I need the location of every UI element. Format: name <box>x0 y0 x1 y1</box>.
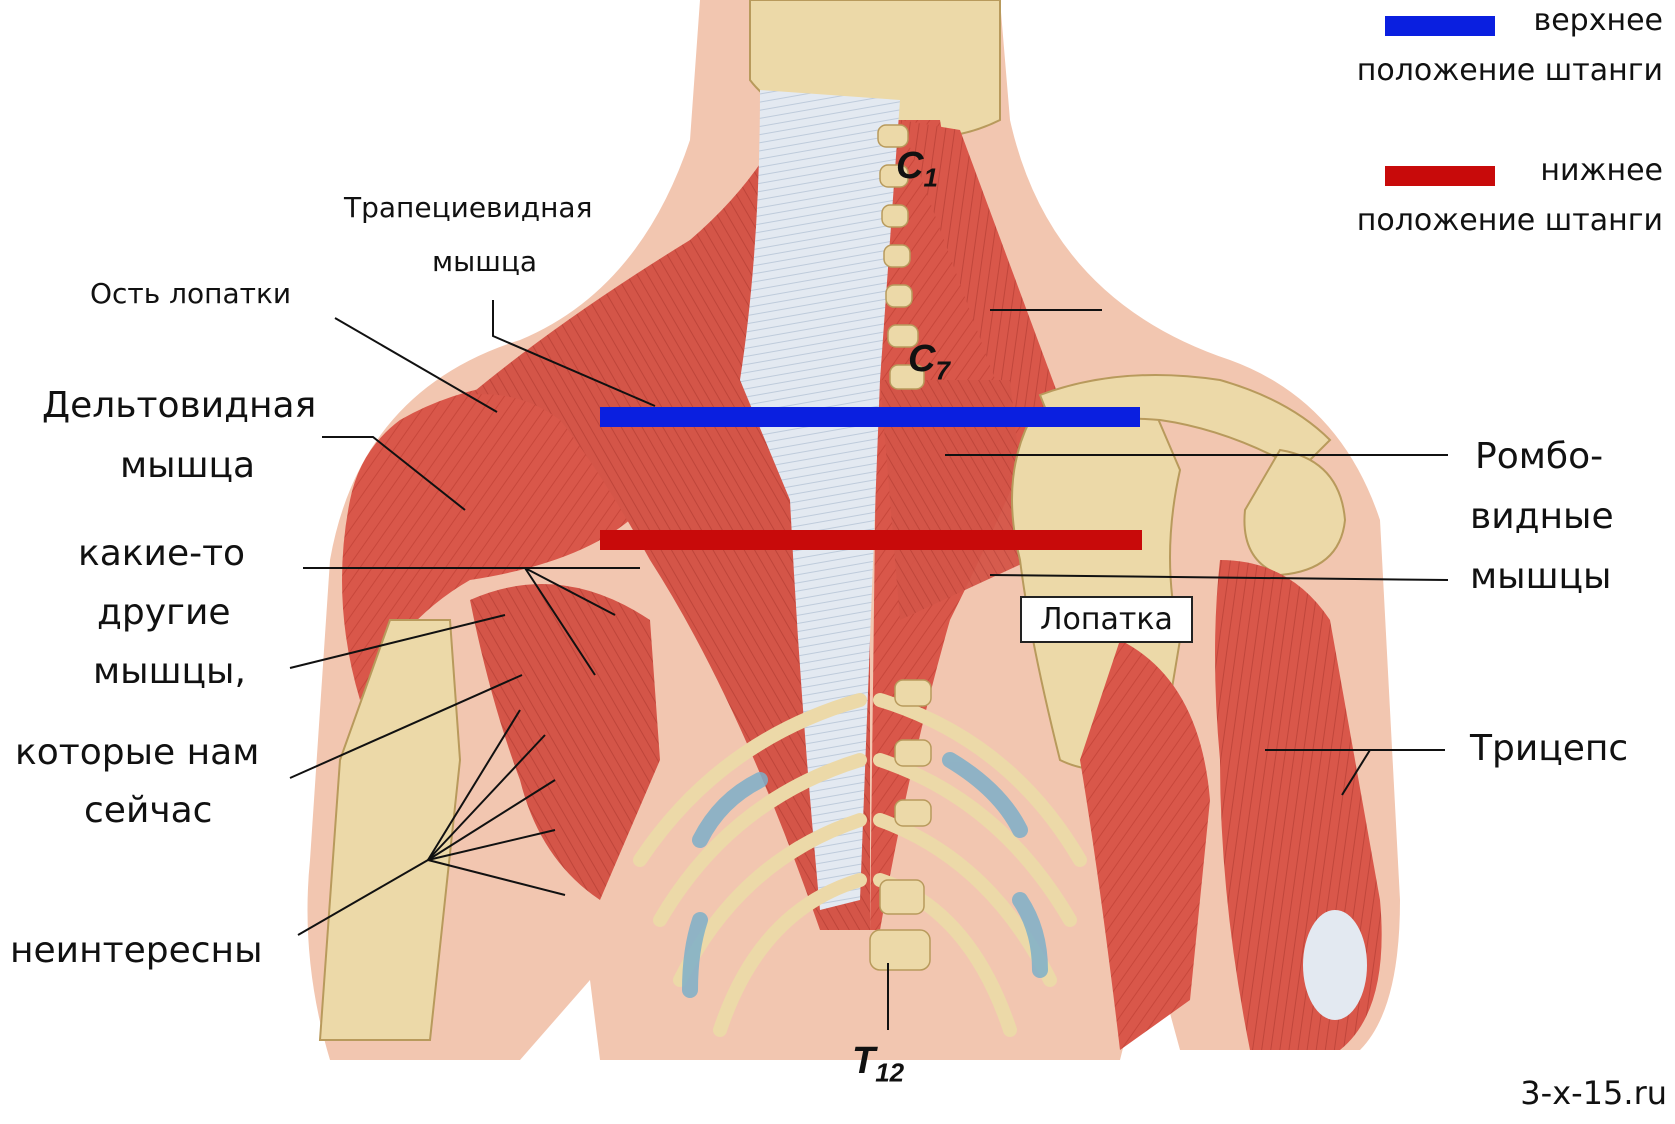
vertebra-t12: T12 <box>852 1040 904 1088</box>
vertebra-t12-num: 12 <box>875 1058 904 1088</box>
label-triceps: Трицепс <box>1470 728 1628 769</box>
vertebra-c7-num: 7 <box>935 356 949 386</box>
label-rhomboid-line1: Ромбо- <box>1475 436 1603 477</box>
vertebra-t12-letter: T <box>852 1040 875 1082</box>
upper-bar-line <box>600 407 1140 427</box>
label-other-line1: какие-то <box>78 533 245 574</box>
label-scapular-spine: Ость лопатки <box>90 278 291 310</box>
label-rhomboid-line2: видные <box>1470 496 1614 537</box>
vertebra-c7-letter: C <box>908 338 935 380</box>
vertebra-c7: C7 <box>908 338 950 386</box>
label-other-line2: другие <box>97 592 231 633</box>
label-deltoid-line2: мышца <box>120 445 255 486</box>
label-trapezius-line2: мышца <box>432 246 537 278</box>
label-trapezius-line1: Трапециевидная <box>344 192 592 224</box>
elbow-tendon <box>1303 910 1367 1020</box>
label-deltoid-line1: Дельтовидная <box>42 385 316 426</box>
label-other-line6: неинтересны <box>10 930 263 971</box>
legend-lower-line2: положение штанги <box>1357 204 1663 239</box>
label-other-line5: сейчас <box>84 790 212 831</box>
label-rhomboid-line3: мышцы <box>1470 556 1611 597</box>
vertebra-c1-num: 1 <box>923 163 937 193</box>
label-scapula: Лопатка <box>1020 596 1193 643</box>
legend-upper-swatch <box>1385 16 1495 36</box>
label-other-line4: которые нам <box>15 732 259 773</box>
legend-upper-line1: верхнее <box>1534 4 1663 39</box>
watermark: 3-x-15.ru <box>1520 1075 1667 1112</box>
vertebra-c1: C1 <box>896 145 938 193</box>
label-other-line3: мышцы, <box>93 651 246 692</box>
legend-lower-swatch <box>1385 166 1495 186</box>
legend-upper-line2: положение штанги <box>1357 54 1663 89</box>
vertebra-c1-letter: C <box>896 145 923 187</box>
legend-lower-line1: нижнее <box>1540 154 1663 189</box>
lower-bar-line <box>600 530 1142 550</box>
